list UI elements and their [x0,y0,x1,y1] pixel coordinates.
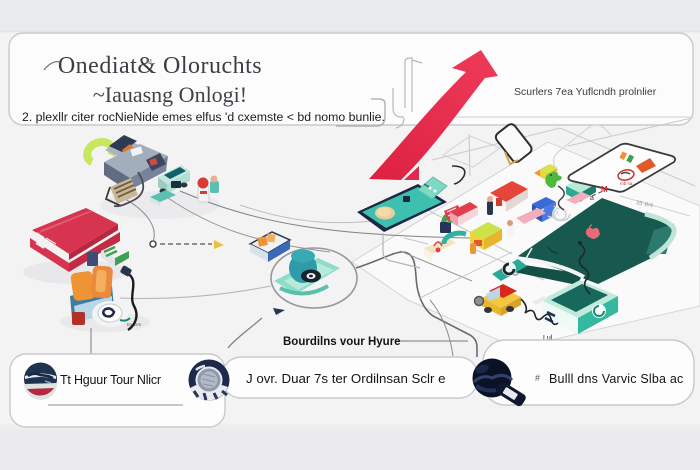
svg-text:35 W4: 35 W4 [635,200,654,209]
svg-text:Onediat& Oloruchts: Onediat& Oloruchts [58,53,262,79]
svg-text:Tt Hguur Tour Nlicr: Tt Hguur Tour Nlicr [60,373,161,387]
svg-text:Bourdilns vour Hyure: Bourdilns vour Hyure [283,336,401,348]
svg-text:Bulll dns Varvic Slba ac: Bulll dns Varvic Slba ac [549,372,684,386]
svg-text:~Iauasng Onlogi!: ~Iauasng Onlogi! [93,82,247,107]
svg-text:2. plexllr citer rocNieNide em: 2. plexllr citer rocNieNide emes elfus '… [22,110,385,124]
svg-text:ln d: ln d [556,326,566,332]
svg-text:a: a [590,195,594,202]
svg-text:mb sa: mb sa [620,181,633,186]
svg-text:J ovr. Duar 7s ter Ordilnsan S: J ovr. Duar 7s ter Ordilnsan Sclr e [246,371,446,386]
svg-text:#: # [535,373,540,383]
svg-text:Scurlers 7ea Yuflcndh prolnlie: Scurlers 7ea Yuflcndh prolnlier [514,86,657,98]
svg-text:M: M [601,185,608,194]
svg-text:Lul.: Lul. [543,335,554,342]
svg-text:M: M [146,59,152,66]
